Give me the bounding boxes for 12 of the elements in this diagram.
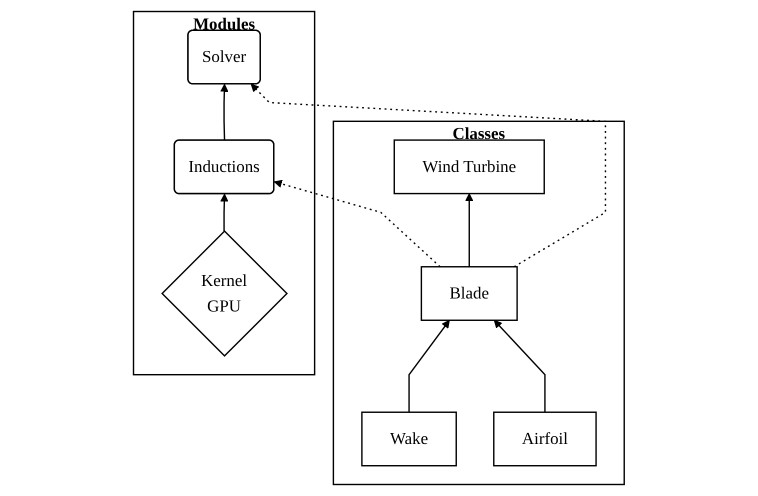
node-box: Blade — [420, 266, 518, 321]
arrow — [220, 84, 229, 141]
node-diamond: Kernel GPU — [161, 230, 288, 357]
node-box: Wake — [361, 412, 458, 466]
arrow — [274, 180, 441, 268]
arrow — [494, 320, 546, 412]
node-box: Airfoil — [493, 412, 597, 466]
arrow — [408, 320, 450, 412]
arrow — [465, 193, 474, 267]
arrow — [250, 84, 606, 268]
node-box: Wind Turbine — [394, 139, 546, 194]
arrow — [220, 194, 229, 232]
